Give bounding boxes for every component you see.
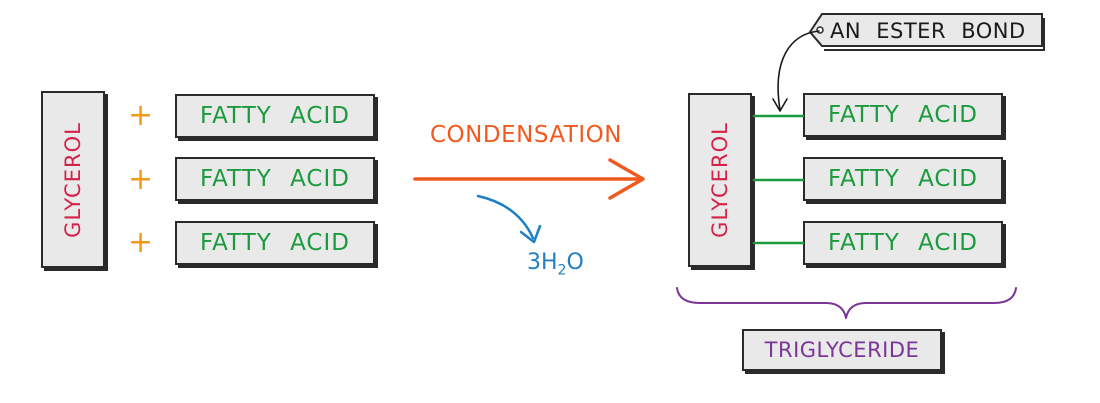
ester-bond-label: AN ESTER BOND: [830, 19, 1026, 43]
fatty-acid-box-right-3: FATTY ACID: [803, 221, 1003, 265]
fatty-acid-label: FATTY ACID: [827, 166, 978, 192]
water-subscript: 2: [557, 262, 567, 279]
fatty-acid-box-left-2: FATTY ACID: [175, 157, 375, 201]
triglyceride-brace: [676, 287, 1017, 319]
ester-bonds: [752, 114, 805, 245]
triglyceride-box: TRIGLYCERIDE: [742, 329, 942, 371]
condensation-label: CONDENSATION: [430, 122, 622, 148]
water-coefficient: 3H: [527, 250, 558, 275]
glycerol-box-right: GLYCEROL: [688, 93, 752, 267]
fatty-acid-box-left-3: FATTY ACID: [175, 221, 375, 265]
glycerol-label-left: GLYCEROL: [61, 121, 85, 238]
water-curved-arrow: [476, 194, 542, 244]
plus-sign-1: +: [128, 98, 154, 133]
glycerol-label-right: GLYCEROL: [708, 122, 732, 238]
plus-sign-3: +: [128, 225, 154, 260]
fatty-acid-box-right-2: FATTY ACID: [803, 157, 1003, 201]
plus-sign-2: +: [128, 162, 154, 197]
water-label: 3H2O: [527, 250, 584, 278]
glycerol-box-left: GLYCEROL: [41, 91, 105, 268]
fatty-acid-label: FATTY ACID: [199, 166, 350, 192]
water-element: O: [566, 250, 584, 275]
fatty-acid-label: FATTY ACID: [199, 230, 350, 256]
fatty-acid-label: FATTY ACID: [827, 102, 978, 128]
triglyceride-label: TRIGLYCERIDE: [764, 338, 920, 362]
ester-bond-tag: AN ESTER BOND: [806, 12, 1052, 52]
fatty-acid-label: FATTY ACID: [827, 230, 978, 256]
fatty-acid-box-left-1: FATTY ACID: [175, 94, 375, 138]
fatty-acid-label: FATTY ACID: [199, 103, 350, 129]
reaction-arrow: [413, 158, 645, 200]
fatty-acid-box-right-1: FATTY ACID: [803, 93, 1003, 137]
